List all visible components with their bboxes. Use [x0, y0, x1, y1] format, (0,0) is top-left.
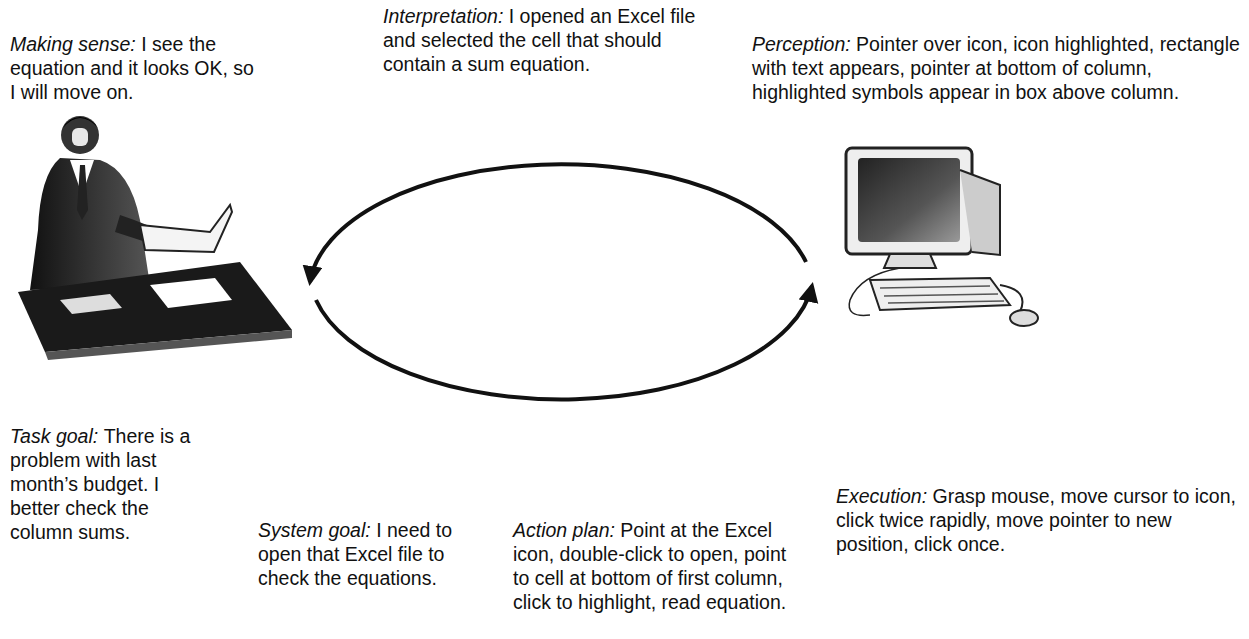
computer — [846, 148, 1038, 326]
stage-name: Making sense: — [10, 33, 136, 55]
system-goal-note: System goal:I need to open that Excel fi… — [258, 518, 486, 590]
making-sense-note: Making sense:I see the equation and it l… — [10, 32, 260, 104]
interpretation-note: Interpretation:I opened an Excel file an… — [383, 4, 713, 76]
perception-note: Perception:Pointer over icon, icon highl… — [752, 32, 1242, 104]
stage-name: Task goal: — [10, 425, 98, 447]
execution-note: Execution:Grasp mouse, move cursor to ic… — [836, 484, 1244, 556]
task-goal-note: Task goal:There is a problem with last m… — [10, 424, 210, 544]
stage-name: Interpretation: — [383, 5, 503, 27]
stage-name: Execution: — [836, 485, 927, 507]
action-plan-note: Action plan:Point at the Excel icon, dou… — [513, 518, 788, 614]
stage-name: System goal: — [258, 519, 371, 541]
man-at-desk — [18, 116, 292, 360]
stage-name: Perception: — [752, 33, 851, 55]
upper-arc — [310, 164, 806, 282]
stage-name: Action plan: — [513, 519, 615, 541]
lower-arc — [316, 286, 812, 399]
